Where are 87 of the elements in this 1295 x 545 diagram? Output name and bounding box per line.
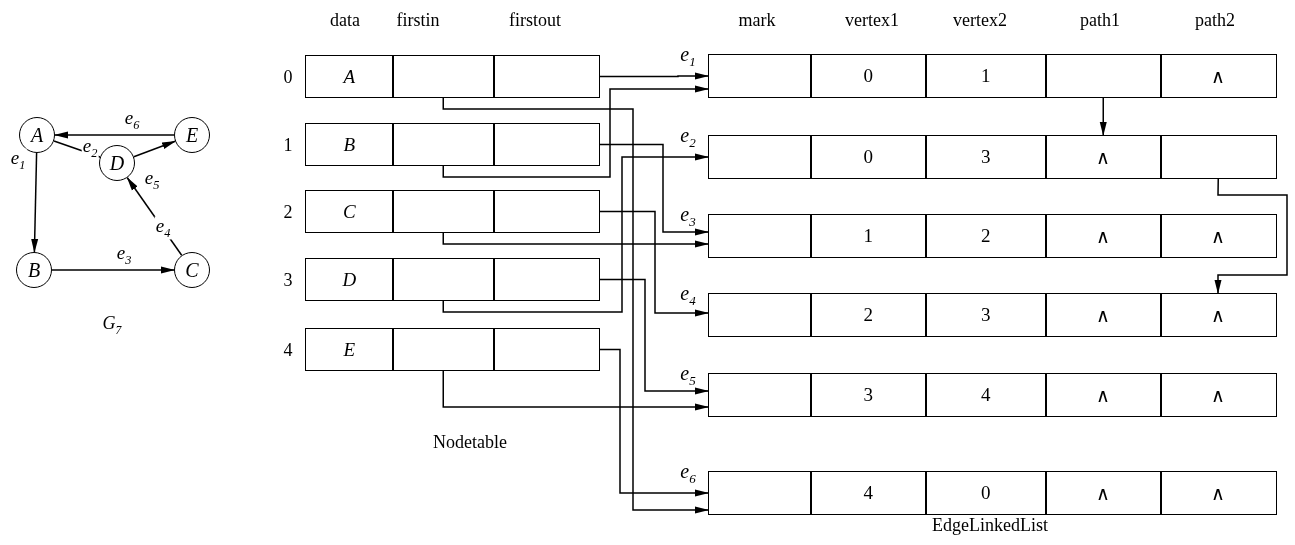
column-header: firstin (396, 9, 440, 31)
table-cell (392, 123, 495, 166)
row-index: 2 (283, 201, 293, 222)
table-cell: 1 (925, 54, 1047, 98)
column-header: vertex2 (953, 9, 1007, 31)
table-cell (493, 328, 600, 371)
table-cell (708, 471, 812, 515)
edge-name: e$_{1}$ (680, 42, 696, 70)
arrow (1214, 178, 1288, 294)
table-cell: ∧ (1045, 373, 1162, 417)
row-index: 1 (283, 134, 293, 155)
table-cell (708, 54, 812, 98)
arrow (442, 153, 709, 313)
arrow (598, 72, 709, 80)
table-cell: ∧ (1160, 54, 1277, 98)
arrow (598, 143, 709, 236)
table-cell: D (305, 258, 394, 301)
column-header: firstout (509, 9, 561, 31)
column-header: path1 (1080, 9, 1120, 31)
arrow (31, 152, 39, 253)
row-index: 4 (283, 339, 293, 360)
table-cell (708, 214, 812, 258)
table-cell (708, 293, 812, 337)
table-cell: 2 (810, 293, 927, 337)
arrow (598, 278, 709, 395)
edge-name: e$_{5}$ (680, 361, 696, 389)
table-cell: C (305, 190, 394, 233)
column-header: data (330, 9, 360, 31)
edge-name: e$_{2}$ (680, 123, 696, 151)
arrow (442, 97, 709, 514)
table-cell (1045, 54, 1162, 98)
arrow (54, 131, 175, 139)
column-header: vertex1 (845, 9, 899, 31)
arrow (598, 210, 709, 317)
graph-caption: G$_{7}$ (102, 313, 122, 337)
table-cell (493, 190, 600, 233)
table-cell: A (305, 55, 394, 98)
table-cell (392, 258, 495, 301)
table-cell: ∧ (1160, 373, 1277, 417)
table-cell (493, 123, 600, 166)
arrow (442, 370, 709, 411)
table-cell: 4 (925, 373, 1047, 417)
table-cell: 4 (810, 471, 927, 515)
table-cell (493, 55, 600, 98)
table-cell (708, 373, 812, 417)
column-header: mark (738, 9, 776, 31)
edge-name: e$_{6}$ (680, 459, 696, 487)
table-cell (493, 258, 600, 301)
arrow (598, 348, 709, 497)
table-caption: EdgeLinkedList (932, 514, 1048, 536)
table-cell: 0 (810, 54, 927, 98)
table-cell: ∧ (1045, 293, 1162, 337)
table-cell: 0 (925, 471, 1047, 515)
table-cell: ∧ (1045, 214, 1162, 258)
table-cell (1160, 135, 1277, 179)
table-cell: ∧ (1160, 214, 1277, 258)
table-cell: ∧ (1160, 293, 1277, 337)
table-cell (708, 135, 812, 179)
table-cell: E (305, 328, 394, 371)
arrow (53, 140, 101, 158)
table-cell: ∧ (1160, 471, 1277, 515)
table-caption: Nodetable (433, 431, 507, 453)
row-index: 0 (283, 66, 293, 87)
column-header: path2 (1195, 9, 1235, 31)
table-cell: 3 (810, 373, 927, 417)
table-cell (392, 190, 495, 233)
arrow (1099, 97, 1107, 136)
table-cell: 3 (925, 293, 1047, 337)
edge-label: e$_{4}$ (154, 216, 172, 240)
table-cell: ∧ (1045, 471, 1162, 515)
arrow (442, 232, 709, 248)
arrow (126, 176, 183, 256)
arrow (133, 140, 177, 158)
row-index: 3 (283, 269, 293, 290)
table-cell (392, 328, 495, 371)
edge-label: e$_{1}$ (9, 148, 27, 172)
table-cell (392, 55, 495, 98)
table-cell: 0 (810, 135, 927, 179)
arrow (51, 266, 175, 274)
table-cell: 3 (925, 135, 1047, 179)
arrow (442, 85, 709, 178)
edge-name: e$_{3}$ (680, 202, 696, 230)
table-cell: 1 (810, 214, 927, 258)
table-cell: 2 (925, 214, 1047, 258)
table-cell: B (305, 123, 394, 166)
table-cell: ∧ (1045, 135, 1162, 179)
edge-name: e$_{4}$ (680, 281, 696, 309)
